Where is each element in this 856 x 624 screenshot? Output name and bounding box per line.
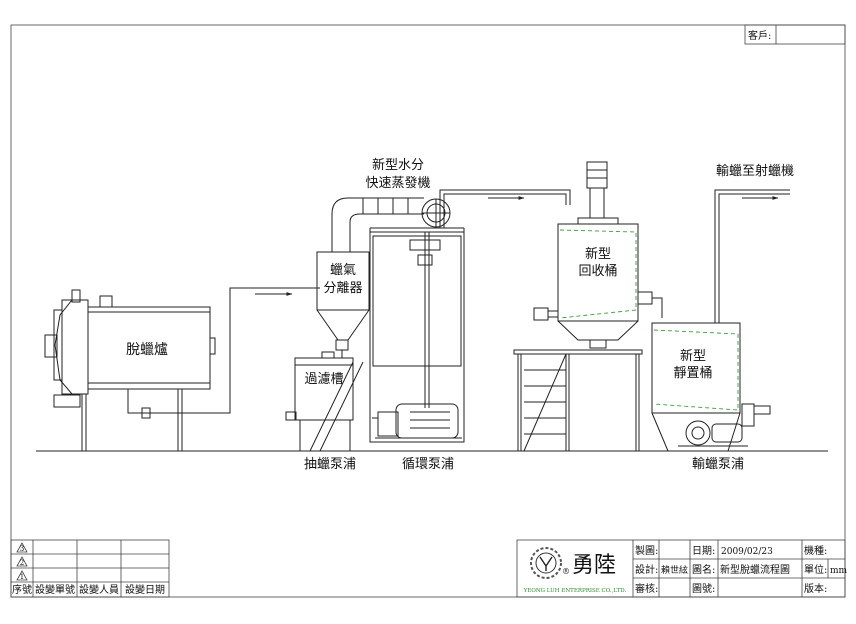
rev-header-seq: 序號 [12,583,32,596]
recovery-tank [513,161,663,452]
to-injection-label: 輸蠟至射蠟機 [716,163,794,179]
rev-header-date: 設變日期 [125,583,165,596]
designer-value: 賴世絃 [661,564,688,576]
company-mark: ® [562,567,570,576]
recovery-tank-label-2: 回收桶 [578,264,617,279]
rev-mark-2: 2 [20,559,24,567]
separator-label-2: 分離器 [323,281,362,296]
drawing-no-label: 圖號: [692,582,715,595]
evaporator-label-1: 新型水分 [372,157,424,173]
drawing-name-label: 圖名: [692,563,715,576]
separator-label-1: 蠟氣 [330,263,356,278]
drawing-frame [10,24,846,598]
customer-label: 客戶: [748,29,771,42]
version-label: 版本: [804,582,827,595]
date-label: 日期: [692,545,715,557]
evaporator-label-2: 快速蒸發機 [365,176,430,191]
static-tank-label-1: 新型 [680,348,706,364]
wax-separator [316,197,424,358]
pump-draw-label: 抽蠟泵浦 [304,457,356,472]
check-label: 審核: [635,582,658,595]
rev-mark-3: 3 [20,545,24,553]
filter-tank-label: 過濾槽 [304,372,343,387]
filter-tank [285,351,364,452]
model-label: 機種: [804,544,827,557]
title-block-grid [516,539,846,598]
company-name: 勇陸 [572,553,616,578]
customer-box: 客戶: [744,24,846,45]
drawing-name-value: 新型脫蠟流程圖 [720,563,790,576]
revision-table [10,539,170,598]
date-value: 2009/02/23 [721,547,773,557]
static-tank [651,189,790,452]
static-tank-label-2: 靜置桶 [673,366,712,381]
dewax-furnace-label: 脫蠟爐 [126,342,168,358]
make-label: 製圖: [635,544,658,557]
dewax-furnace [44,287,320,451]
rev-header-person: 設變人員 [79,583,119,596]
evaporator [369,189,571,443]
company-english-name: YEONG LUH ENTERPRISE CO.,LTD. [523,588,627,594]
rev-header-order: 設變單號 [35,583,75,596]
pump-transfer-label: 輸蠟泵浦 [692,457,744,472]
unit-value: mm [830,566,848,576]
design-label: 設計: [635,563,658,576]
pump-circ-label: 循環泵浦 [402,457,454,472]
static-level-line [653,329,739,411]
unit-label: 單位: [804,563,827,576]
rev-mark-1: 1 [20,573,24,581]
company-logo [530,547,562,579]
recovery-level-line [559,229,637,319]
recovery-tank-label-1: 新型 [585,246,611,262]
